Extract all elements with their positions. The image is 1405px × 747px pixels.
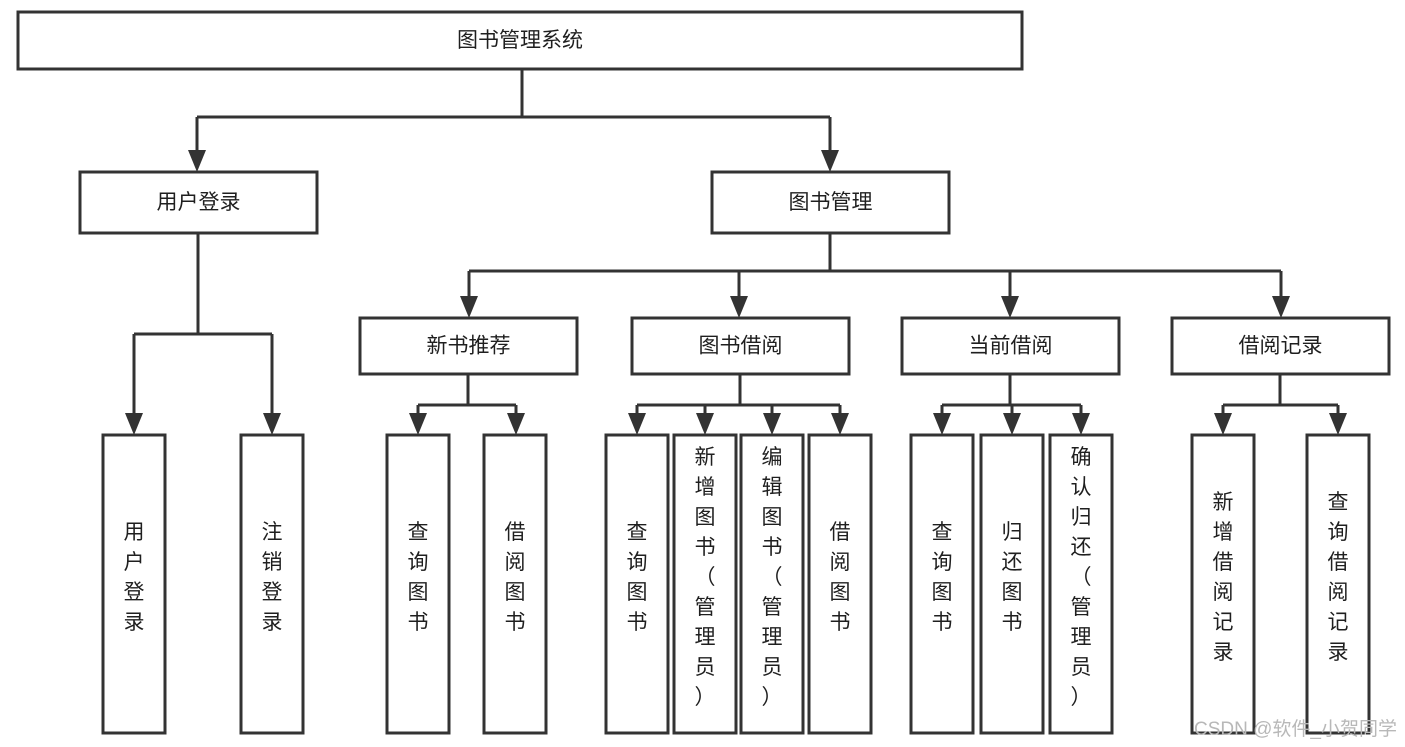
arrow-head xyxy=(263,413,281,435)
node-leaf-add-book-admin-label: 新增图书（管理员） xyxy=(695,446,716,709)
arrow-head xyxy=(696,413,714,435)
node-borrow-record[interactable]: 借阅记录 xyxy=(1170,316,1391,376)
arrow-head xyxy=(763,413,781,435)
node-book-borrow-box[interactable] xyxy=(630,316,851,376)
node-leaf-add-borrow-record[interactable]: 新增借阅记录 xyxy=(1190,433,1256,735)
node-leaf-confirm-return-admin-box[interactable] xyxy=(1048,433,1114,735)
node-current-borrow-box[interactable] xyxy=(900,316,1121,376)
arrow-head xyxy=(730,296,748,318)
node-leaf-borrow-book-2[interactable]: 借阅图书 xyxy=(807,433,873,735)
node-leaf-query-borrow-record-label: 查询借阅记录 xyxy=(1328,491,1349,664)
node-leaf-confirm-return-admin[interactable]: 确认归还（管理员） xyxy=(1048,433,1114,735)
node-leaf-query-book-2-label: 查询图书 xyxy=(627,521,648,634)
node-book-manage-box[interactable] xyxy=(710,170,951,235)
arrow-head xyxy=(1072,413,1090,435)
node-current-borrow[interactable]: 当前借阅 xyxy=(900,316,1121,376)
arrow-head xyxy=(831,413,849,435)
node-leaf-query-book-2-box[interactable] xyxy=(604,433,670,735)
node-leaf-return-book-label: 归还图书 xyxy=(1002,521,1023,634)
node-book-borrow[interactable]: 图书借阅 xyxy=(630,316,851,376)
node-leaf-return-book[interactable]: 归还图书 xyxy=(979,433,1045,735)
node-leaf-borrow-book-2-label: 借阅图书 xyxy=(830,521,851,634)
node-borrow-record-label: 借阅记录 xyxy=(1239,335,1323,358)
arrow-head xyxy=(1001,296,1019,318)
node-leaf-user-login[interactable]: 用户登录 xyxy=(101,433,167,735)
node-leaf-query-book-3-label: 查询图书 xyxy=(932,521,953,634)
node-leaf-edit-book-admin-box[interactable] xyxy=(739,433,805,735)
arrow-head xyxy=(1272,296,1290,318)
node-leaf-edit-book-admin-label: 编辑图书（管理员） xyxy=(762,446,783,709)
arrow-head xyxy=(409,413,427,435)
node-leaf-user-logout-box[interactable] xyxy=(239,433,305,735)
node-leaf-borrow-book-1-box[interactable] xyxy=(482,433,548,735)
node-leaf-add-book-admin-box[interactable] xyxy=(672,433,738,735)
node-leaf-query-book-1-label: 查询图书 xyxy=(408,521,429,634)
node-leaf-user-login-label: 用户登录 xyxy=(124,521,145,634)
node-user-login[interactable]: 用户登录 xyxy=(78,170,319,235)
node-user-login-box[interactable] xyxy=(78,170,319,235)
node-leaf-query-borrow-record-box[interactable] xyxy=(1305,433,1371,735)
arrow-head xyxy=(1329,413,1347,435)
node-new-book-recommend-label: 新书推荐 xyxy=(427,335,511,358)
node-book-borrow-label: 图书借阅 xyxy=(699,335,783,358)
node-leaf-confirm-return-admin-label: 确认归还（管理员） xyxy=(1071,446,1092,709)
arrow-head xyxy=(821,150,839,172)
node-root[interactable]: 图书管理系统 xyxy=(16,10,1024,71)
node-root-box[interactable] xyxy=(16,10,1024,71)
arrow-head xyxy=(125,413,143,435)
node-leaf-borrow-book-1-label: 借阅图书 xyxy=(505,521,526,634)
node-leaf-add-borrow-record-label: 新增借阅记录 xyxy=(1213,491,1234,664)
node-layer: 图书管理系统用户登录图书管理新书推荐图书借阅当前借阅借阅记录用户登录注销登录查询… xyxy=(16,10,1391,735)
arrow-head xyxy=(188,150,206,172)
node-book-manage[interactable]: 图书管理 xyxy=(710,170,951,235)
node-leaf-query-book-3-box[interactable] xyxy=(909,433,975,735)
node-user-login-label: 用户登录 xyxy=(157,191,241,214)
node-leaf-add-borrow-record-box[interactable] xyxy=(1190,433,1256,735)
node-leaf-edit-book-admin[interactable]: 编辑图书（管理员） xyxy=(739,433,805,735)
node-leaf-query-borrow-record[interactable]: 查询借阅记录 xyxy=(1305,433,1371,735)
arrow-head xyxy=(933,413,951,435)
node-new-book-recommend-box[interactable] xyxy=(358,316,579,376)
node-book-manage-label: 图书管理 xyxy=(789,191,873,214)
node-leaf-add-book-admin[interactable]: 新增图书（管理员） xyxy=(672,433,738,735)
arrow-head xyxy=(628,413,646,435)
node-root-label: 图书管理系统 xyxy=(457,29,583,52)
arrow-head xyxy=(507,413,525,435)
node-leaf-query-book-3[interactable]: 查询图书 xyxy=(909,433,975,735)
node-current-borrow-label: 当前借阅 xyxy=(969,335,1053,358)
node-leaf-user-login-box[interactable] xyxy=(101,433,167,735)
node-leaf-user-logout[interactable]: 注销登录 xyxy=(239,433,305,735)
connector-layer xyxy=(125,69,1347,435)
node-new-book-recommend[interactable]: 新书推荐 xyxy=(358,316,579,376)
node-leaf-query-book-1[interactable]: 查询图书 xyxy=(385,433,451,735)
node-leaf-return-book-box[interactable] xyxy=(979,433,1045,735)
node-leaf-query-book-1-box[interactable] xyxy=(385,433,451,735)
node-leaf-borrow-book-1[interactable]: 借阅图书 xyxy=(482,433,548,735)
arrow-head xyxy=(1214,413,1232,435)
arrow-head xyxy=(1003,413,1021,435)
node-leaf-query-book-2[interactable]: 查询图书 xyxy=(604,433,670,735)
node-borrow-record-box[interactable] xyxy=(1170,316,1391,376)
node-leaf-user-logout-label: 注销登录 xyxy=(262,521,283,634)
node-leaf-borrow-book-2-box[interactable] xyxy=(807,433,873,735)
arrow-head xyxy=(460,296,478,318)
